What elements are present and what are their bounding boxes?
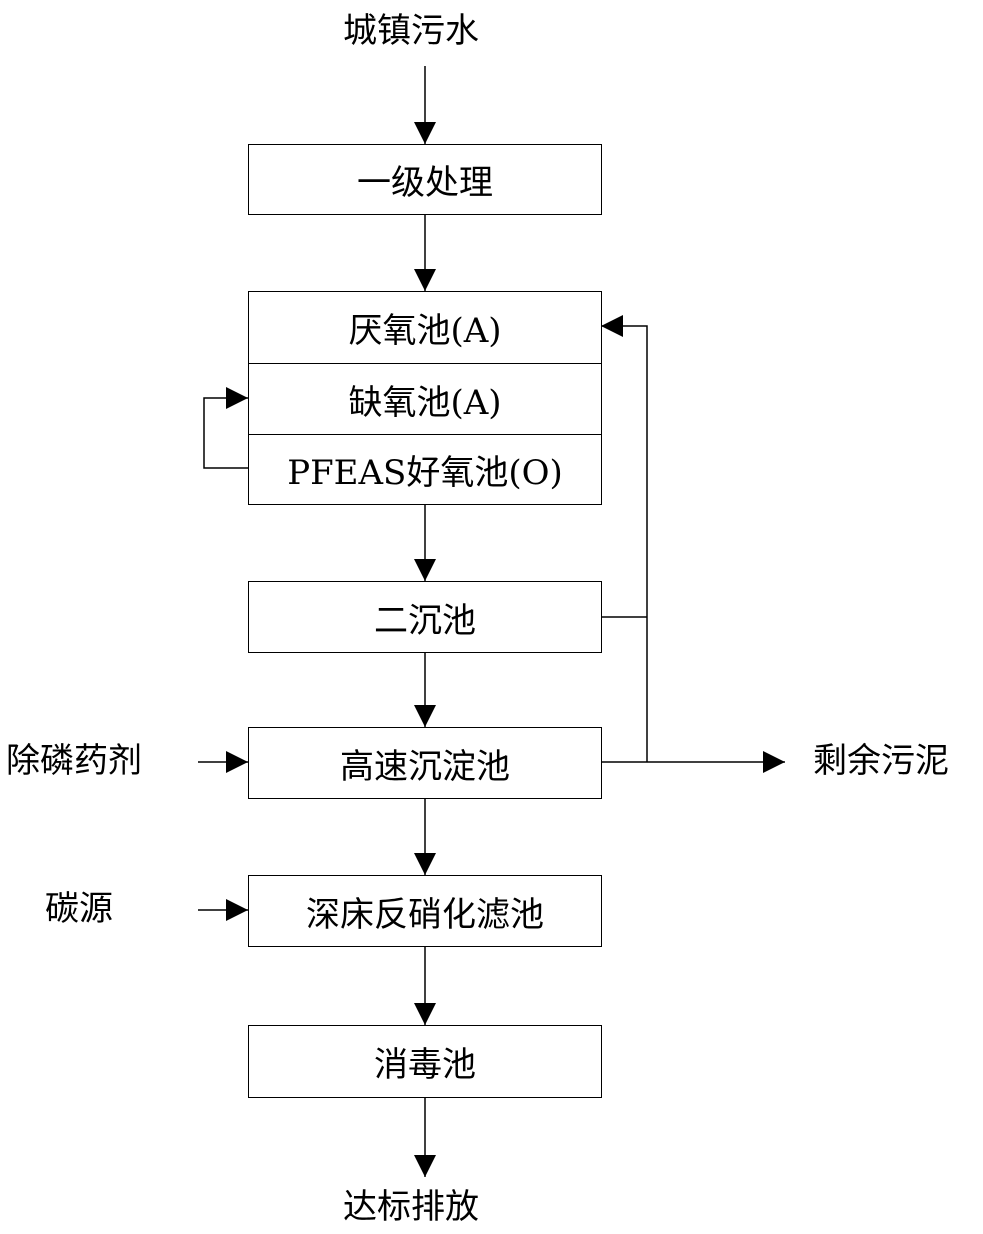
aerobic-tank: PFEAS好氧池(O) <box>249 434 601 504</box>
sludge-return-line <box>601 315 648 762</box>
source-label: 城镇污水 <box>343 11 479 51</box>
discharge-label: 达标排放 <box>343 1187 479 1227</box>
bioreactor-box: 厌氧池(A) 缺氧池(A) PFEAS好氧池(O) <box>248 291 602 505</box>
secondary-clarifier-box: 二沉池 <box>248 581 602 653</box>
internal-recycle-line <box>203 387 248 469</box>
anoxic-tank: 缺氧池(A) <box>249 363 601 434</box>
high-rate-sedimentation-box: 高速沉淀池 <box>248 727 602 799</box>
excess-sludge-label: 剩余污泥 <box>813 741 949 781</box>
disinfection-box: 消毒池 <box>248 1025 602 1098</box>
phosphorus-reagent-label: 除磷药剂 <box>6 741 142 781</box>
anaerobic-tank: 厌氧池(A) <box>348 311 502 351</box>
denitrification-filter-box: 深床反硝化滤池 <box>248 875 602 947</box>
primary-treatment-box: 一级处理 <box>248 144 602 215</box>
carbon-source-label: 碳源 <box>45 889 113 929</box>
